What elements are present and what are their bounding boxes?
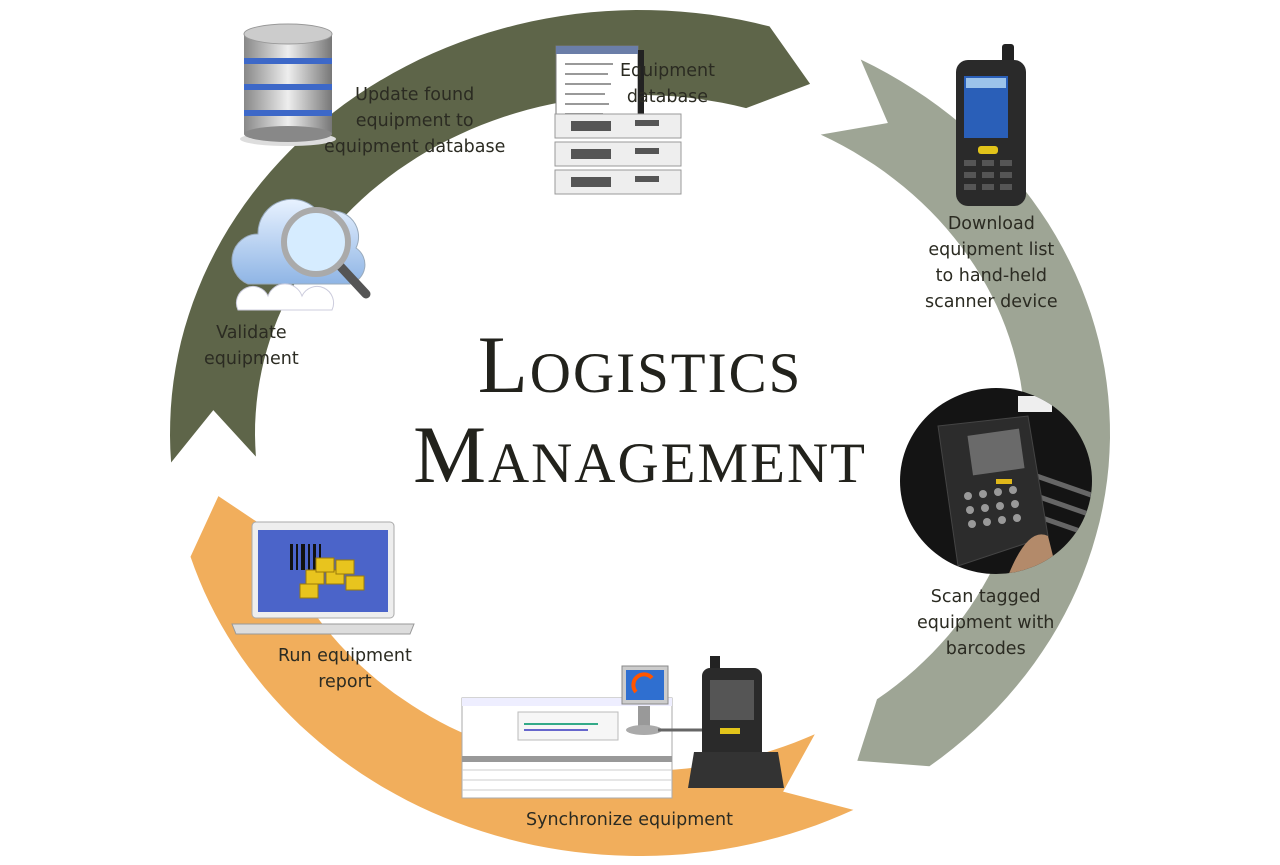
label-download: Download equipment list to hand-held sca… (925, 211, 1058, 315)
sync-dock-icon (461, 656, 784, 799)
barcode-scanning-photo-icon (900, 388, 1092, 574)
title-line-2: Management (413, 409, 867, 500)
laptop-report-icon (231, 521, 415, 635)
label-line: report (318, 672, 372, 692)
label-line: equipment list (928, 240, 1055, 260)
label-update: Update found equipment to equipment data… (324, 82, 505, 160)
handheld-scanner-icon (956, 44, 1026, 206)
database-icon (240, 23, 336, 146)
label-line: Equipment (620, 61, 715, 81)
label-line: Run equipment (278, 646, 412, 666)
label-line: barcodes (945, 639, 1026, 659)
label-line: scanner device (925, 292, 1058, 312)
label-report: Run equipment report (278, 643, 412, 695)
label-line: to hand-held (935, 266, 1047, 286)
ring-segment-download-scan (820, 59, 1110, 767)
label-line: equipment database (324, 137, 506, 157)
label-line: Update found (355, 85, 475, 105)
label-line: equipment to (355, 111, 474, 131)
label-synchronize: Synchronize equipment (526, 807, 733, 833)
label-scan: Scan tagged equipment with barcodes (917, 584, 1054, 662)
label-line: Synchronize equipment (526, 810, 733, 830)
title-line-1: Logistics (477, 319, 803, 410)
label-line: Download (947, 214, 1035, 234)
label-equipment-database: Equipment database (620, 58, 715, 110)
ring-segment-sync-report (190, 496, 854, 856)
label-line: equipment (204, 349, 299, 369)
cloud-search-icon (231, 198, 371, 311)
label-line: Validate (216, 323, 287, 343)
server-icon (554, 45, 682, 195)
label-line: Scan tagged (930, 587, 1041, 607)
label-line: equipment with (917, 613, 1055, 633)
label-line: database (626, 87, 709, 107)
label-validate: Validate equipment (204, 320, 299, 372)
